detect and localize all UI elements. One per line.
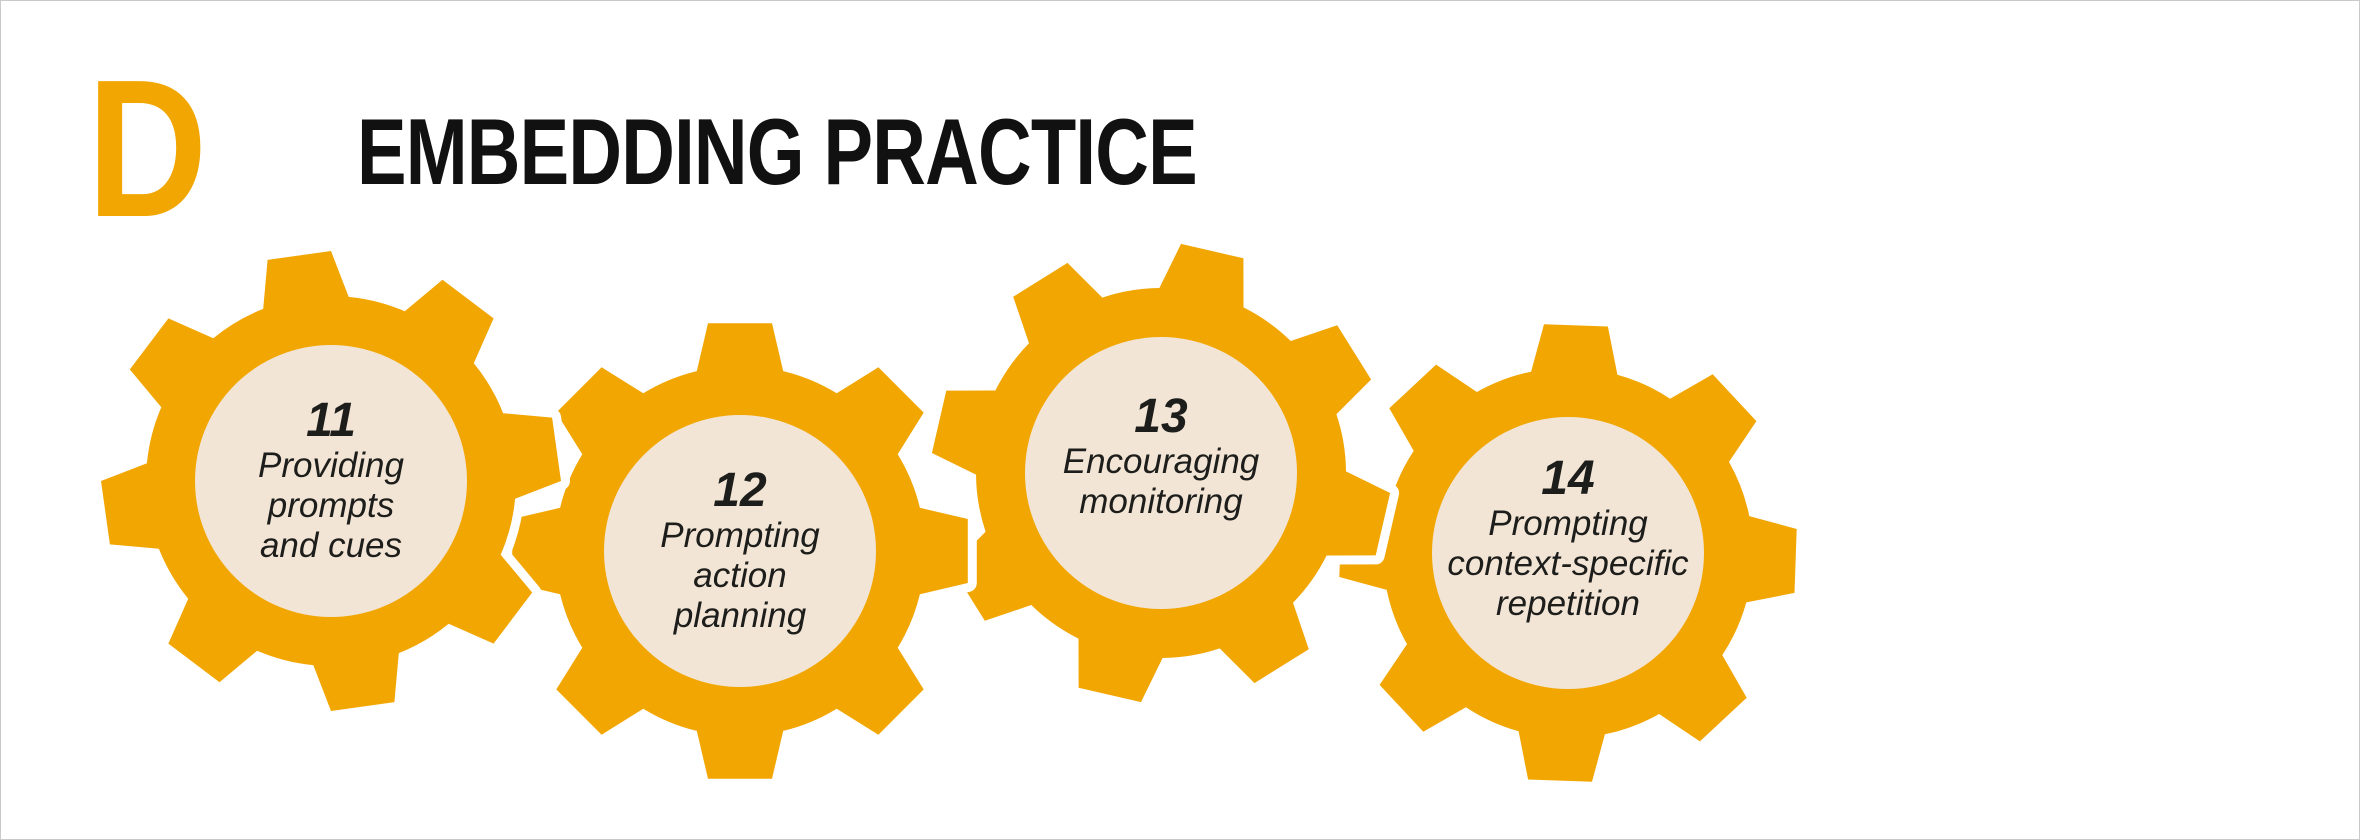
gear-inner-circle — [604, 415, 876, 687]
gear-inner-circle — [195, 345, 467, 617]
gear-icon — [1330, 315, 1806, 791]
gear-item-14: 14 Prompting context-specific repetition — [1318, 303, 1818, 803]
gear-item-13: 13 Encouraging monitoring — [911, 223, 1411, 723]
page-title: EMBEDDING PRACTICE — [357, 99, 1198, 204]
gear-label-line: monitoring — [1079, 482, 1243, 521]
gear-number: 11 — [306, 394, 356, 447]
gear-label-line: context-specific — [1447, 544, 1689, 583]
gear-label-line: Providing — [258, 446, 404, 485]
gear-label-line: Prompting — [660, 516, 820, 555]
gear-label-line: and cues — [259, 526, 403, 565]
gear-number: 13 — [1134, 390, 1188, 443]
gear-text: 11 Providing prompts and cues — [81, 231, 581, 731]
gear-item-12: 12 Prompting action planning — [490, 301, 990, 801]
gear-label-line: planning — [673, 596, 807, 635]
gear-inner-circle — [1025, 337, 1297, 609]
gear-icon — [922, 234, 1400, 712]
gear-text: 12 Prompting action planning — [490, 301, 990, 801]
gear-number: 12 — [713, 464, 767, 517]
gear-number: 14 — [1541, 452, 1595, 505]
gear-icon — [92, 242, 570, 720]
gear-item-11: 11 Providing prompts and cues — [81, 231, 581, 731]
gear-label-line: prompts — [267, 486, 395, 525]
gear-icon — [503, 314, 977, 788]
gear-inner-circle — [1432, 417, 1704, 689]
gear-label-line: Encouraging — [1062, 442, 1260, 481]
gear-label-line: action — [693, 556, 787, 595]
gear-text: 14 Prompting context-specific repetition — [1318, 289, 1818, 789]
gear-text: 13 Encouraging monitoring — [911, 207, 1411, 707]
section-letter: D — [87, 39, 208, 258]
gear-label-line: Prompting — [1488, 504, 1648, 543]
gear-label-line: repetition — [1496, 584, 1640, 623]
